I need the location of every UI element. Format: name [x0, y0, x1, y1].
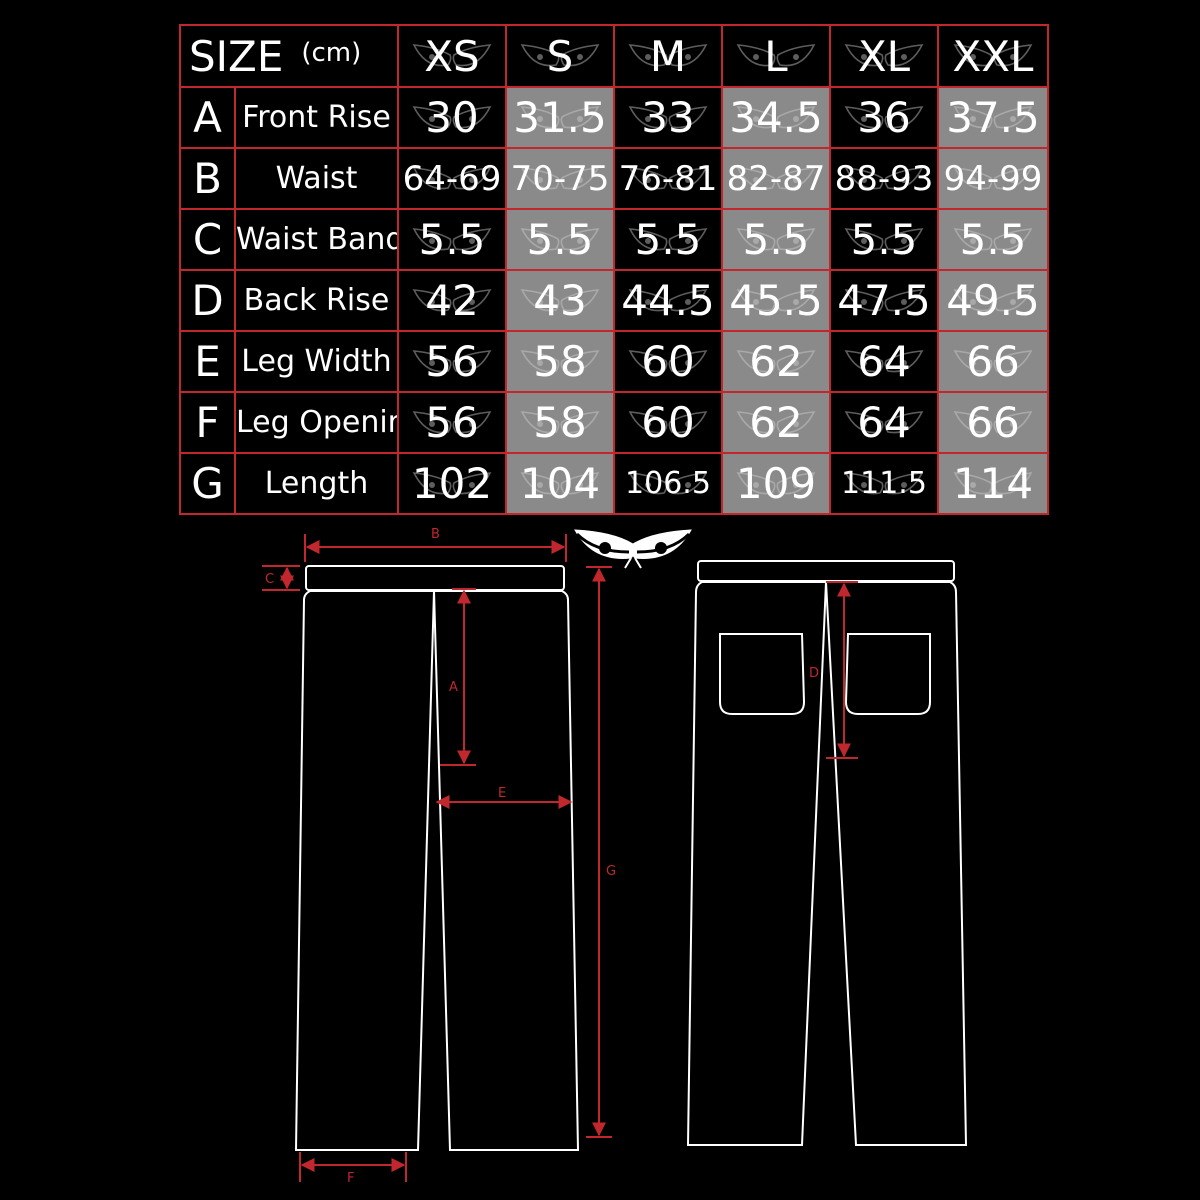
label-e: E	[498, 786, 506, 801]
size-header-s: S	[505, 24, 615, 88]
value-cell-xxl: 37.5	[937, 86, 1049, 149]
row-label: Leg Opening	[234, 391, 399, 454]
value-cell-l: 34.5	[721, 86, 831, 149]
value-cell-xxl: 94-99	[937, 147, 1049, 210]
value-cell-xxl: 5.5	[937, 208, 1049, 271]
row-letter: A	[179, 86, 236, 149]
value-cell-xxl: 114	[937, 452, 1049, 515]
value-cell-l: 45.5	[721, 269, 831, 332]
value-cell-l: 5.5	[721, 208, 831, 271]
value-cell-s: 104	[505, 452, 615, 515]
value-cell-xs: 102	[397, 452, 507, 515]
value-cell-xl: 88-93	[829, 147, 939, 210]
value-cell-m: 33	[613, 86, 723, 149]
label-b: B	[431, 527, 440, 542]
back-right-pocket	[844, 633, 931, 715]
unit-label: (cm)	[301, 37, 362, 68]
value-cell-xxl: 49.5	[937, 269, 1049, 332]
row-label: Waist	[234, 147, 399, 210]
value-cell-xl: 64	[829, 330, 939, 393]
dimension-f	[299, 1152, 407, 1182]
row-letter: C	[179, 208, 236, 271]
label-f: F	[347, 1171, 354, 1186]
value-cell-xl: 64	[829, 391, 939, 454]
value-cell-l: 62	[721, 391, 831, 454]
label-g: G	[606, 864, 616, 879]
row-letter: F	[179, 391, 236, 454]
value-cell-xs: 56	[397, 330, 507, 393]
front-waistband	[305, 565, 565, 591]
label-c: C	[265, 572, 274, 587]
value-cell-s: 58	[505, 391, 615, 454]
value-cell-m: 44.5	[613, 269, 723, 332]
dimension-g	[586, 566, 612, 1138]
row-letter: B	[179, 147, 236, 210]
label-d: D	[809, 666, 819, 681]
value-cell-s: 58	[505, 330, 615, 393]
back-left-leg	[686, 581, 827, 1146]
value-cell-l: 82-87	[721, 147, 831, 210]
size-header-m: M	[613, 24, 723, 88]
front-left-leg	[294, 590, 435, 1151]
value-cell-xs: 42	[397, 269, 507, 332]
size-title-cell: SIZE (cm)	[179, 24, 399, 88]
row-letter: G	[179, 452, 236, 515]
dimension-b	[304, 534, 567, 562]
value-cell-xxl: 66	[937, 330, 1049, 393]
value-cell-s: 5.5	[505, 208, 615, 271]
value-cell-m: 5.5	[613, 208, 723, 271]
header-row: SIZE(cm) XS S M L XL XXL	[179, 24, 1049, 88]
front-right-leg	[310, 590, 580, 1151]
row-label: Waist Band	[234, 208, 399, 271]
size-header-l: L	[721, 24, 831, 88]
value-cell-xl: 36	[829, 86, 939, 149]
angry-eyes-logo-icon	[574, 529, 692, 569]
back-left-pocket	[719, 633, 806, 715]
size-header-xl: XL	[829, 24, 939, 88]
dimension-d	[826, 581, 858, 759]
label-a: A	[449, 680, 458, 695]
value-cell-xxl: 66	[937, 391, 1049, 454]
value-cell-s: 70-75	[505, 147, 615, 210]
size-title: SIZE	[189, 31, 284, 81]
value-cell-s: 31.5	[505, 86, 615, 149]
dimension-a	[440, 588, 476, 766]
dimension-c	[262, 565, 300, 591]
row-letter: E	[179, 330, 236, 393]
row-label: Front Rise	[234, 86, 399, 149]
value-cell-l: 109	[721, 452, 831, 515]
value-cell-xl: 5.5	[829, 208, 939, 271]
value-cell-m: 60	[613, 330, 723, 393]
row-label: Length	[234, 452, 399, 515]
value-cell-xs: 5.5	[397, 208, 507, 271]
value-cell-l: 62	[721, 330, 831, 393]
row-label: Back Rise	[234, 269, 399, 332]
value-cell-s: 43	[505, 269, 615, 332]
back-waistband	[697, 560, 955, 582]
row-letter: D	[179, 269, 236, 332]
back-pants-outline	[686, 560, 968, 1146]
row-label: Leg Width	[234, 330, 399, 393]
front-pants-outline	[294, 565, 580, 1151]
value-cell-m: 106.5	[613, 452, 723, 515]
value-cell-xl: 47.5	[829, 269, 939, 332]
value-cell-m: 60	[613, 391, 723, 454]
back-right-leg	[702, 581, 968, 1146]
size-header-xxl: XXL	[937, 24, 1049, 88]
value-cell-xl: 111.5	[829, 452, 939, 515]
